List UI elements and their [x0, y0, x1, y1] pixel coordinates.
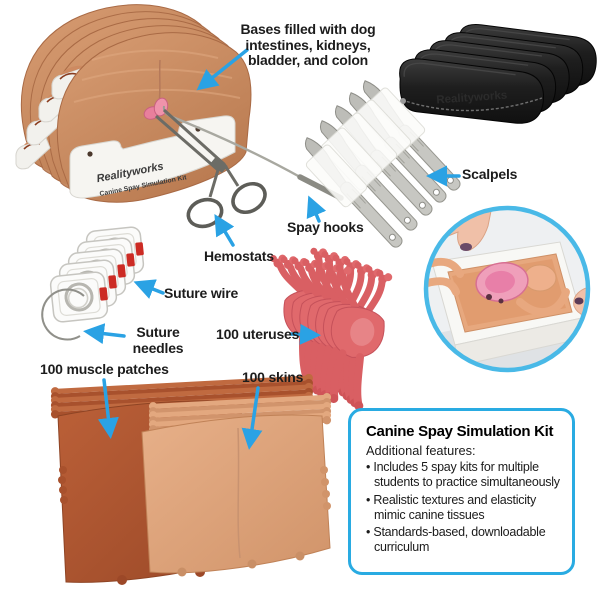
feature-item: Includes 5 spay kits for multiple studen…	[366, 460, 562, 491]
feature-item: Standards-based, downloadable curriculum	[366, 525, 562, 556]
feature-box: Canine Spay Simulation Kit Additional fe…	[348, 408, 575, 575]
callout-scalpels: Scalpels	[462, 166, 518, 182]
callout-suture-needles: Suture needles	[132, 324, 184, 356]
feature-list: Includes 5 spay kits for multiple studen…	[366, 460, 562, 556]
callout-uteruses: 100 uteruses	[216, 326, 300, 342]
callout-suture-wire: Suture wire	[164, 285, 239, 301]
callout-muscle-patches: 100 muscle patches	[40, 361, 169, 377]
feature-item: Realistic textures and elasticity mimic …	[366, 493, 562, 524]
arrow-suture-wire	[133, 279, 165, 299]
arrow-suture-needles	[83, 323, 126, 345]
callout-hemostats: Hemostats	[204, 248, 274, 264]
case-stack: Realityworks	[398, 23, 597, 124]
callout-bases: Bases filled with dog intestines, kidney…	[240, 21, 376, 69]
callout-spay-hooks: Spay hooks	[287, 219, 364, 235]
arrow-muscle-patches	[97, 378, 119, 439]
callout-skins: 100 skins	[242, 369, 304, 385]
arrow-bases	[196, 48, 249, 91]
suture-needle	[41, 288, 85, 341]
arrow-hemostats	[214, 213, 235, 247]
skin-stack	[141, 392, 332, 577]
case-embossed-brand: Realityworks	[436, 90, 508, 107]
callout-arrows	[83, 48, 461, 450]
incision-seam	[158, 59, 161, 104]
arrow-skins	[241, 386, 263, 450]
arrow-spay-hooks	[306, 195, 327, 223]
zipper-pull	[400, 98, 406, 104]
feature-box-title: Canine Spay Simulation Kit	[366, 423, 554, 440]
arrow-uteruses	[289, 323, 321, 345]
inset-ring	[423, 205, 591, 373]
inset-photo	[423, 205, 591, 373]
hemostats-tool	[155, 108, 267, 229]
suture-wire-packs	[48, 224, 148, 325]
feature-box-subtitle: Additional features:	[366, 443, 476, 458]
zipper	[401, 97, 543, 112]
